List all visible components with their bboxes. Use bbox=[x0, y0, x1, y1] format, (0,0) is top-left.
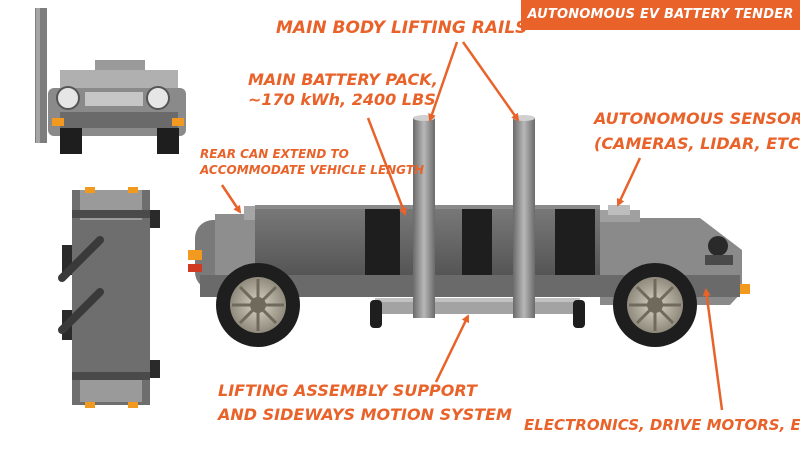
arrow-rails-right bbox=[461, 41, 520, 122]
top-view bbox=[58, 187, 160, 408]
callout-arrows bbox=[220, 41, 724, 411]
label-rear-line2: ACCOMMODATE VEHICLE LENGTH bbox=[200, 163, 425, 177]
label-lifting-rails: MAIN BODY LIFTING RAILS bbox=[276, 18, 528, 38]
arrow-electronics bbox=[702, 288, 724, 411]
title-banner: AUTONOMOUS EV BATTERY TENDER CONCEPT bbox=[521, 0, 800, 52]
arrow-battery bbox=[366, 117, 407, 216]
label-electronics: ELECTRONICS, DRIVE MOTORS, ETC. bbox=[524, 416, 800, 434]
label-battery-pack: MAIN BATTERY PACK, ~170 kWh, 2400 LBS bbox=[248, 70, 438, 110]
label-rear-extend: REAR CAN EXTEND TO ACCOMMODATE VEHICLE L… bbox=[200, 146, 424, 178]
label-lifting-line1: LIFTING ASSEMBLY SUPPORT bbox=[218, 381, 477, 400]
rear-wheel-icon bbox=[216, 263, 300, 347]
front-view bbox=[35, 8, 186, 154]
label-battery-line1: MAIN BATTERY PACK, bbox=[248, 70, 438, 89]
arrow-sensors bbox=[616, 157, 642, 207]
arrow-rear bbox=[220, 184, 242, 214]
front-wheel-icon bbox=[613, 263, 697, 347]
left-headlight-icon bbox=[56, 86, 80, 110]
label-rear-line1: REAR CAN EXTEND TO bbox=[200, 147, 349, 161]
page-title: AUTONOMOUS EV BATTERY TENDER CONCEPT bbox=[527, 7, 794, 52]
label-sensors-line1: AUTONOMOUS SENSORS bbox=[594, 109, 800, 128]
label-sensors-line2: (CAMERAS, LIDAR, ETC.) bbox=[594, 134, 800, 153]
label-lifting-assembly: LIFTING ASSEMBLY SUPPORT AND SIDEWAYS MO… bbox=[218, 379, 512, 427]
side-view bbox=[188, 115, 750, 347]
arrow-rails-left bbox=[428, 41, 459, 122]
lifting-rail-right bbox=[513, 118, 535, 318]
label-lifting-line2: AND SIDEWAYS MOTION SYSTEM bbox=[218, 405, 512, 424]
arrow-lifting bbox=[434, 314, 470, 383]
label-battery-line2: ~170 kWh, 2400 LBS bbox=[248, 90, 436, 109]
lifting-rail-left bbox=[413, 118, 435, 318]
label-autonomous-sensors: AUTONOMOUS SENSORS (CAMERAS, LIDAR, ETC.… bbox=[594, 106, 800, 156]
right-headlight-icon bbox=[146, 86, 170, 110]
sensor-icon bbox=[608, 205, 630, 215]
